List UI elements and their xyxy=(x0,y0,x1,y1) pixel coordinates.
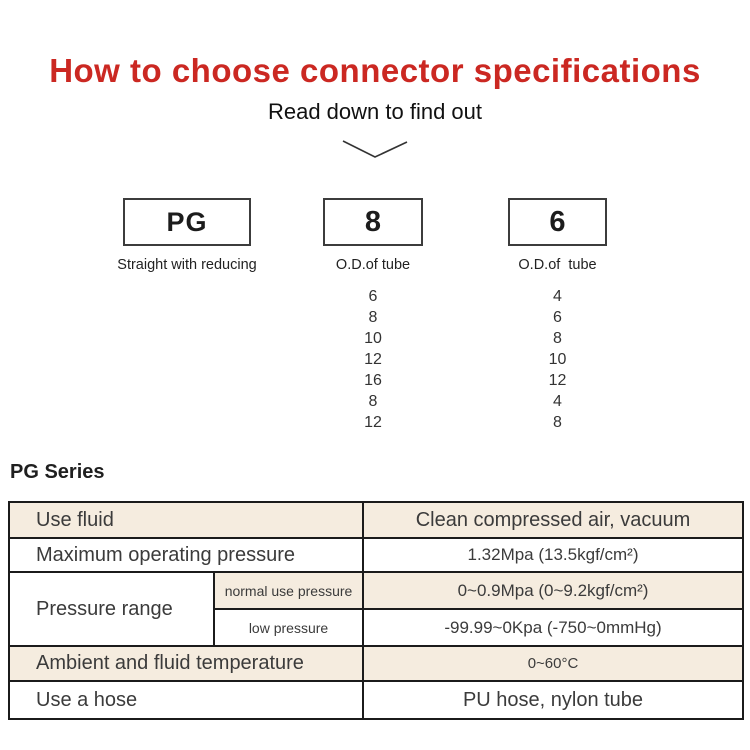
row-value-max-pressure: 1.32Mpa (13.5kgf/cm²) xyxy=(362,537,744,573)
tube-od-option-list-1: 6 8 10 12 16 8 12 xyxy=(303,286,443,433)
tube-od-option: 10 xyxy=(364,330,382,347)
table-row-pressure-range-low: low pressure -99.99~0Kpa (-750~0mmHg) xyxy=(9,608,744,647)
table-row-temperature: Ambient and fluid temperature 0~60°C xyxy=(8,645,744,682)
row-value-normal-use-pressure: 0~0.9Mpa (0~9.2kgf/cm²) xyxy=(362,571,744,610)
spec-table: Use fluid Clean compressed air, vacuum M… xyxy=(8,501,744,720)
tube-od-option: 6 xyxy=(553,309,562,326)
row-label-hose: Use a hose xyxy=(8,680,364,720)
tube-od-option-list-2: 4 6 8 10 12 4 8 xyxy=(488,286,627,433)
tube-od-option: 8 xyxy=(553,330,562,347)
tube-od-option: 12 xyxy=(364,351,382,368)
part-code-box-tube-od-1: 8 xyxy=(323,198,423,246)
part-code-label-tube-od-1: O.D.of tube xyxy=(335,257,411,273)
table-row-max-pressure: Maximum operating pressure 1.32Mpa (13.5… xyxy=(8,537,744,573)
table-row-use-fluid: Use fluid Clean compressed air, vacuum xyxy=(8,501,744,539)
row-label-pressure-range: Pressure range xyxy=(8,571,215,647)
page-title: How to choose connector specifications xyxy=(49,52,701,89)
part-code-box-tube-od-2: 6 xyxy=(508,198,607,246)
part-code-group-tube-od-1: 8 O.D.of tube 6 8 10 12 16 8 12 xyxy=(323,198,423,433)
tube-od-option: 6 xyxy=(368,288,378,305)
tube-od-option: 12 xyxy=(548,372,567,389)
page-subtitle: Read down to find out xyxy=(267,99,483,124)
part-code-box-pg: PG xyxy=(123,198,251,246)
table-row-pressure-range-normal: Pressure range normal use pressure 0~0.9… xyxy=(8,571,744,647)
tube-od-option: 4 xyxy=(553,288,562,305)
tube-od-option: 8 xyxy=(553,414,562,431)
row-label-temperature: Ambient and fluid temperature xyxy=(8,645,364,682)
row-label-max-pressure: Maximum operating pressure xyxy=(8,537,364,573)
tube-od-option: 12 xyxy=(364,414,382,431)
row-value-temperature: 0~60°C xyxy=(362,645,744,682)
tube-od-option: 10 xyxy=(548,351,567,368)
series-heading: PG Series xyxy=(10,461,105,483)
part-code-group-pg: PG Straight with reducing xyxy=(117,198,257,273)
row-value-hose: PU hose, nylon tube xyxy=(362,680,744,720)
tube-od-option: 8 xyxy=(368,309,378,326)
chevron-down-icon xyxy=(342,140,408,158)
row-value-use-fluid: Clean compressed air, vacuum xyxy=(362,501,744,539)
sub-label-normal-use-pressure: normal use pressure xyxy=(213,571,364,610)
part-code-label-tube-od-2: O.D.of tube xyxy=(518,257,597,273)
table-row-hose: Use a hose PU hose, nylon tube xyxy=(8,680,744,720)
tube-od-option: 8 xyxy=(368,393,378,410)
row-label-use-fluid: Use fluid xyxy=(8,501,364,539)
row-value-low-pressure: -99.99~0Kpa (-750~0mmHg) xyxy=(362,608,744,647)
part-code-group-tube-od-2: 6 O.D.of tube 4 6 8 10 12 4 8 xyxy=(508,198,607,433)
tube-od-option: 4 xyxy=(553,393,562,410)
part-code-label-pg: Straight with reducing xyxy=(117,257,257,273)
tube-od-option: 16 xyxy=(364,372,382,389)
sub-label-low-pressure: low pressure xyxy=(213,608,364,647)
